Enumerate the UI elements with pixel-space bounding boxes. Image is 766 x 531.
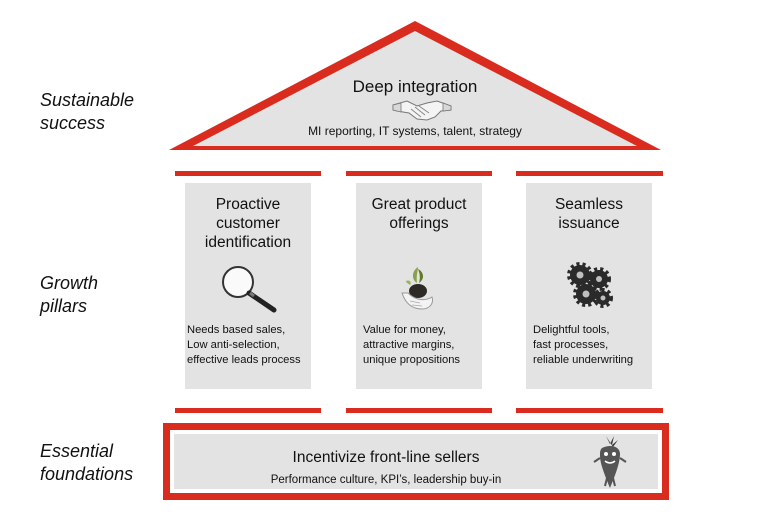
label-essential-foundations: Essential foundations: [40, 441, 134, 484]
roof-subtitle: MI reporting, IT systems, talent, strate…: [308, 124, 522, 138]
handshake-icon: [392, 100, 452, 121]
pillar-description: Value for money, attractive margins, uni…: [363, 324, 461, 366]
pillar-bottom-bar: [346, 408, 492, 413]
gears-icon: [567, 262, 613, 308]
plant-in-hand-icon: [401, 267, 433, 310]
foundation-box: Incentivize front-line sellers Performan…: [163, 423, 669, 500]
roof-title: Deep integration: [352, 77, 478, 96]
pillar-product-offerings: Great product offerings Value for money,…: [356, 183, 482, 389]
carrot-icon: [593, 436, 627, 488]
magnifying-glass-icon: [222, 266, 277, 313]
pillar-title: Great product offerings: [371, 196, 467, 232]
pillar-bottom-bar: [516, 408, 663, 413]
foundation-panel: Incentivize front-line sellers Performan…: [174, 434, 658, 489]
label-growth-pillars: Growth pillars: [40, 273, 99, 316]
pillar-title: Proactive customer identification: [204, 196, 292, 251]
label-sustainable-success: Sustainable success: [40, 90, 135, 133]
foundation-title: Incentivize front-line sellers: [292, 449, 480, 466]
pillar-top-bar: [175, 171, 321, 176]
pillar-description: Delightful tools, fast processes, reliab…: [533, 324, 634, 366]
pillar-customer-identification: Proactive customer identification Needs …: [185, 183, 311, 389]
pillar-title: Seamless issuance: [554, 196, 624, 232]
pillar-top-bar: [516, 171, 663, 176]
pillar-top-bar: [346, 171, 492, 176]
pillar-description: Needs based sales, Low anti-selection, e…: [187, 324, 301, 366]
pillar-bottom-bar: [175, 408, 321, 413]
foundation-subtitle: Performance culture, KPI’s, leadership b…: [270, 474, 502, 486]
pillar-seamless-issuance: Seamless issuance Delightful tools, fast…: [526, 183, 652, 389]
